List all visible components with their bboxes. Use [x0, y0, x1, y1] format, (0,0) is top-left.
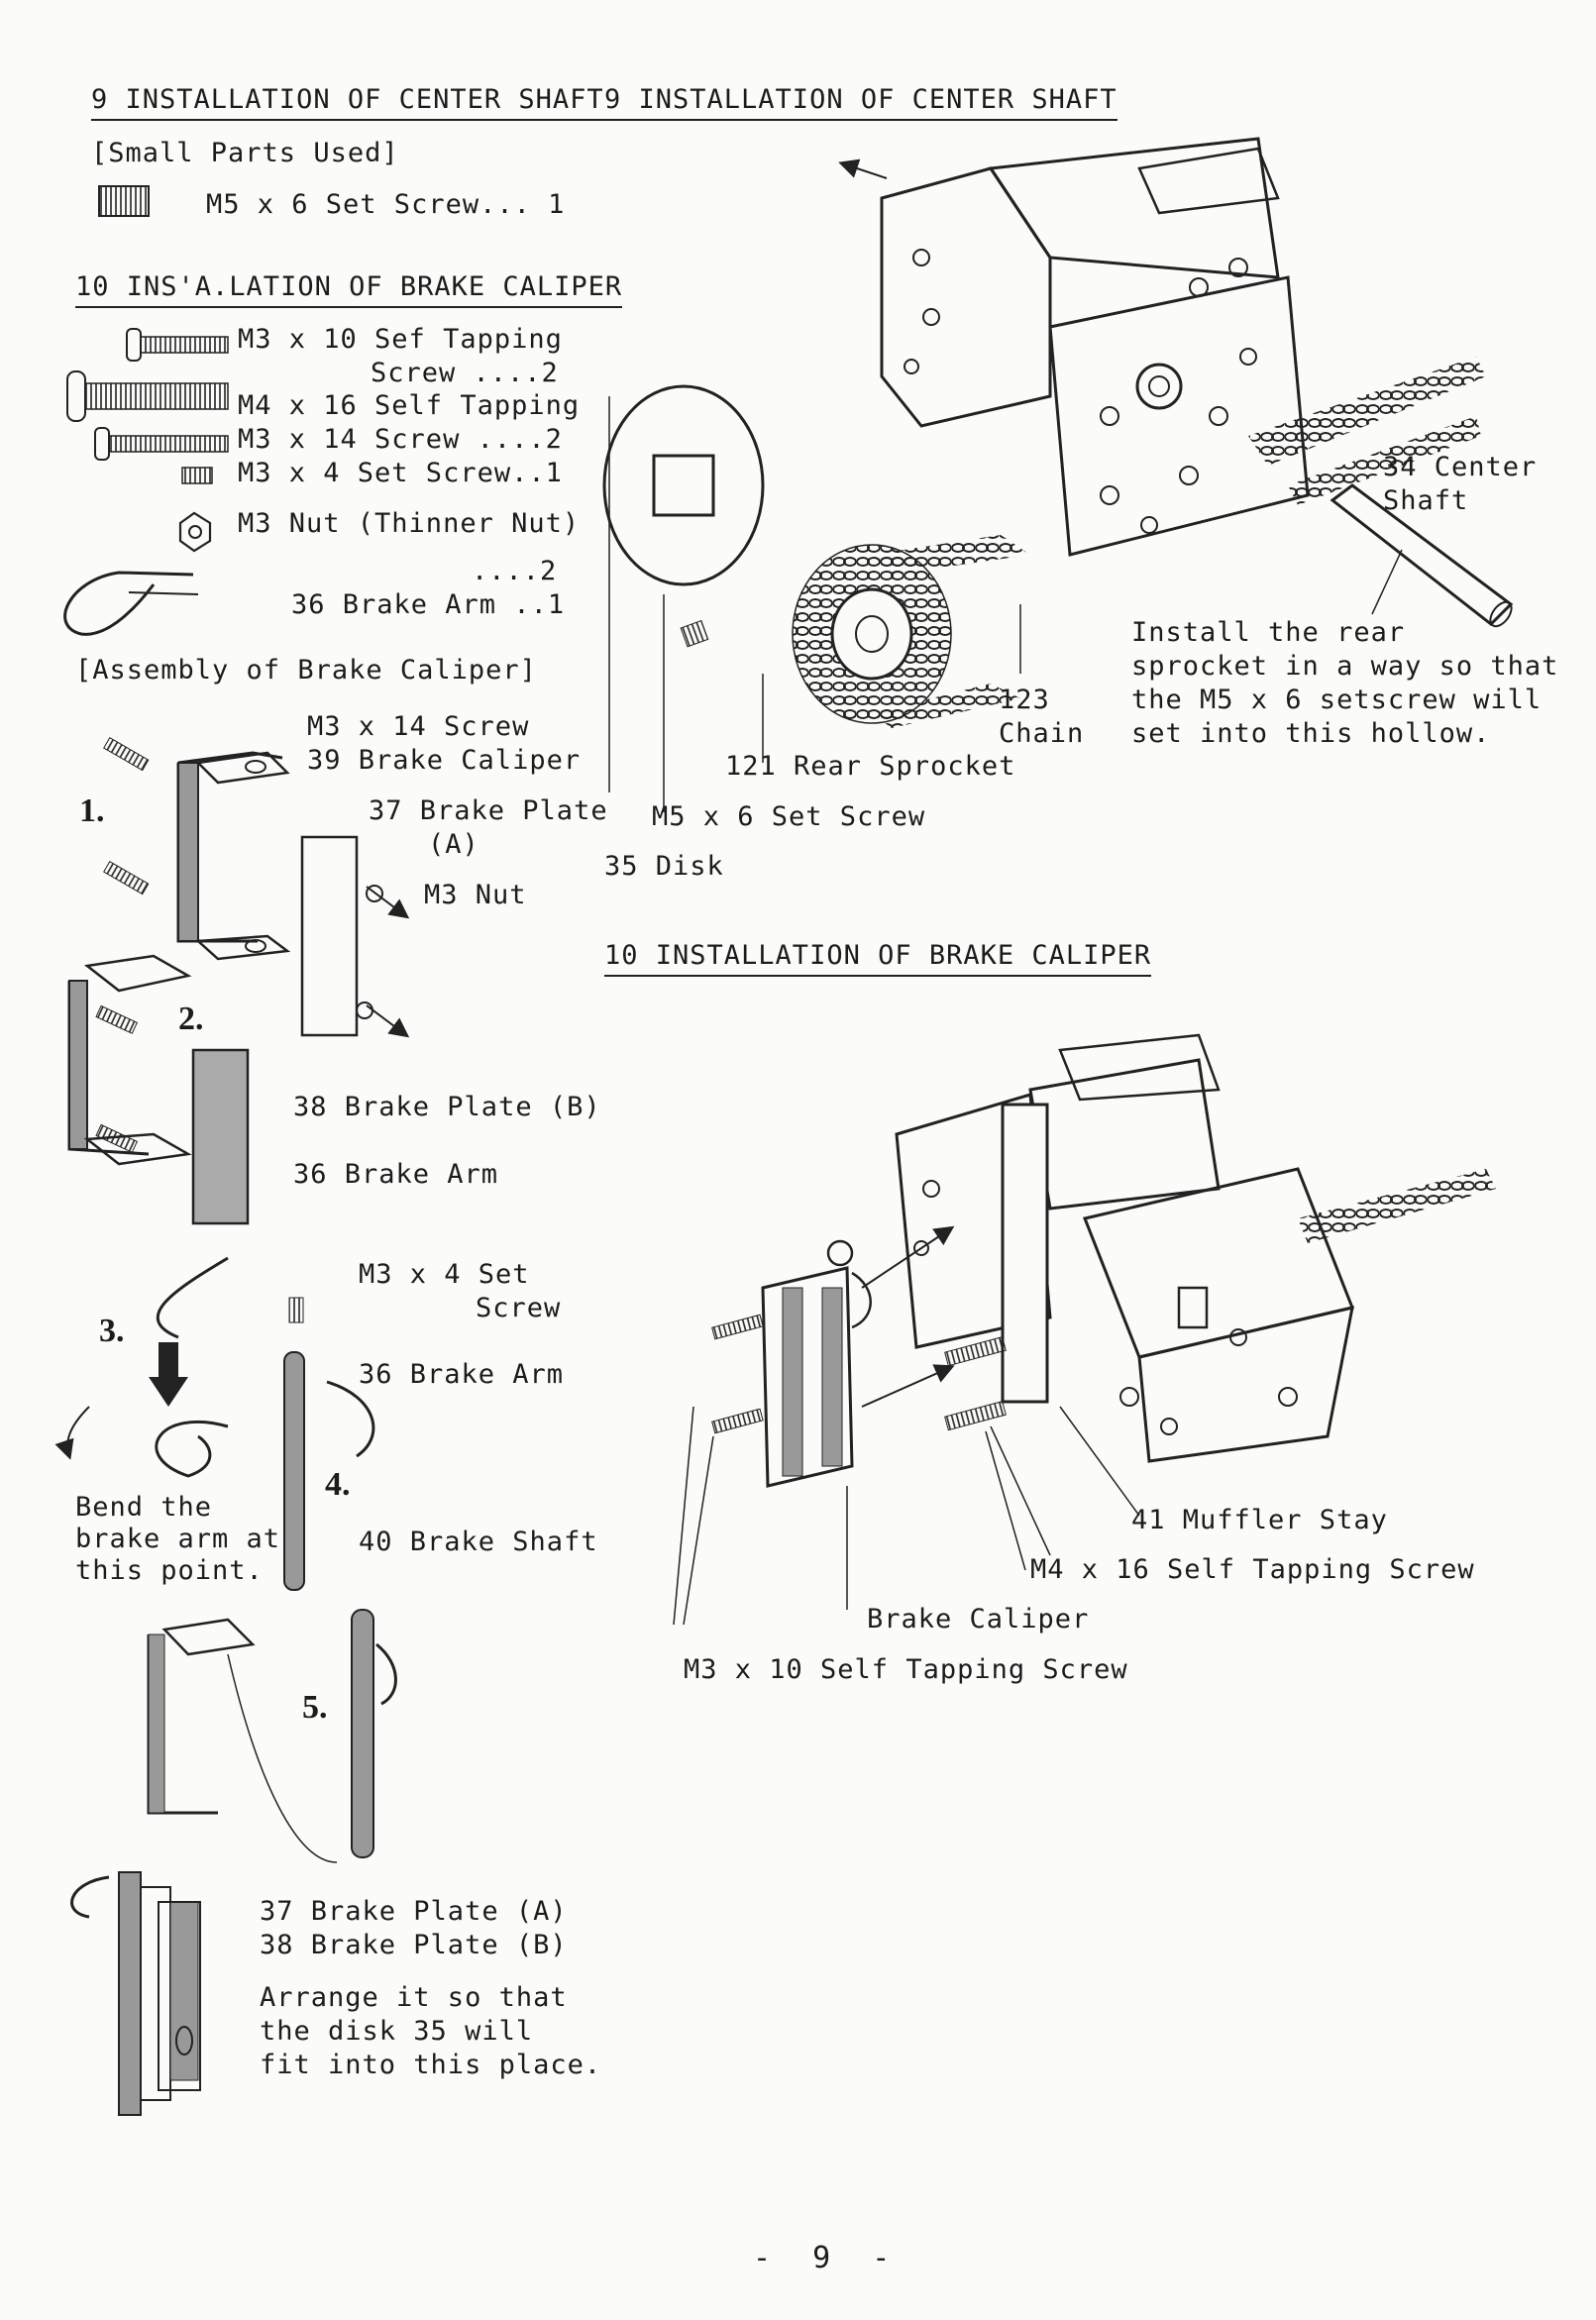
step-4-label: 4.	[325, 1466, 351, 1503]
m4x16-label: M4 x 16 Self Tapping Screw	[1030, 1554, 1475, 1585]
m3x14-screw-icon	[94, 427, 229, 461]
set-screw-part: M5 x 6 Set Screw... 1	[206, 189, 566, 220]
callout-plate37-a: (A)	[428, 829, 479, 860]
callout-m3-nut: M3 Nut	[424, 880, 527, 910]
step3-4-drawing	[54, 1256, 375, 1591]
large-screw-icon	[66, 370, 229, 422]
disk-label: 35 Disk	[604, 851, 724, 882]
brake-caliper-installation-drawing	[673, 1033, 1496, 1626]
set-screw-icon	[98, 185, 150, 217]
self-tapping-screw-icon	[126, 328, 229, 362]
step1-caliper-drawing	[103, 736, 410, 1038]
part-m3-nut-qty: ....2	[472, 556, 558, 586]
brake-caliper-label: Brake Caliper	[867, 1604, 1090, 1635]
step2-caliper-drawing	[67, 954, 250, 1225]
right-section9-title: 9 INSTALLATION OF CENTER SHAFT	[604, 83, 1117, 121]
callout-m3x4: M3 x 4 Set	[359, 1259, 530, 1290]
nut-icon	[178, 511, 212, 553]
part-brake-arm: 36 Brake Arm ..1	[291, 589, 566, 620]
m3x10-label: M3 x 10 Self Tapping Screw	[684, 1654, 1128, 1685]
page-number: - 9 -	[753, 2241, 903, 2275]
part-m3x4: M3 x 4 Set Screw..1	[238, 458, 563, 488]
step-1-label: 1.	[79, 792, 105, 829]
step-3-label: 3.	[99, 1313, 125, 1349]
left-section10-title: 10 INS'A.LATION OF BRAKE CALIPER	[75, 270, 623, 308]
assembled-caliper-drawing	[70, 1871, 201, 2116]
center-shaft-assembly-drawing	[602, 137, 1514, 812]
brake-arm-icon	[63, 571, 199, 636]
callout-m3x14: M3 x 14 Screw	[307, 711, 530, 742]
callout-caliper39: 39 Brake Caliper	[307, 745, 582, 776]
set-screw-label: M5 x 6 Set Screw	[652, 801, 926, 832]
part-m4x16: M4 x 16 Self Tapping	[238, 390, 581, 421]
part-m3x10-qty: Screw ....2	[371, 358, 559, 388]
callout-bend: Bend the brake arm at this point.	[75, 1492, 281, 1586]
muffler-stay-label: 41 Muffler Stay	[1131, 1505, 1388, 1535]
small-set-screw-icon	[181, 467, 213, 484]
callout-arm36-b: 36 Brake Arm	[359, 1359, 565, 1390]
callout-m3x4-screw: Screw	[476, 1293, 562, 1323]
callout-shaft40: 40 Brake Shaft	[359, 1527, 598, 1557]
callout-plate38-c: 38 Brake Plate (B)	[260, 1930, 568, 1960]
part-m3x14: M3 x 14 Screw ....2	[238, 424, 563, 455]
small-parts-label: [Small Parts Used]	[91, 138, 399, 168]
step-5-label: 5.	[302, 1689, 328, 1726]
assembly-label: [Assembly of Brake Caliper]	[75, 655, 537, 685]
chain-label: 123 Chain	[999, 685, 1085, 749]
callout-plate37: 37 Brake Plate	[369, 795, 608, 826]
callout-arm36: 36 Brake Arm	[293, 1159, 499, 1190]
part-m3x10: M3 x 10 Sef Tapping	[238, 324, 563, 355]
callout-arrange: Arrange it so that the disk 35 will fit …	[260, 1982, 602, 2080]
rear-sprocket-label: 121 Rear Sprocket	[725, 751, 1016, 782]
part-m3-nut: M3 Nut (Thinner Nut)	[238, 508, 581, 539]
right-section10-title: 10 INSTALLATION OF BRAKE CALIPER	[604, 939, 1152, 977]
callout-plate38: 38 Brake Plate (B)	[293, 1092, 601, 1122]
center-shaft-label: 34 Center Shaft	[1383, 452, 1538, 516]
step-2-label: 2.	[178, 1001, 204, 1037]
callout-plate37-c: 37 Brake Plate (A)	[260, 1896, 568, 1927]
install-note: Install the rear sprocket in a way so th…	[1131, 617, 1559, 749]
step5-drawing	[147, 1609, 397, 1863]
left-section9-title: 9 INSTALLATION OF CENTER SHAFT	[91, 83, 604, 121]
